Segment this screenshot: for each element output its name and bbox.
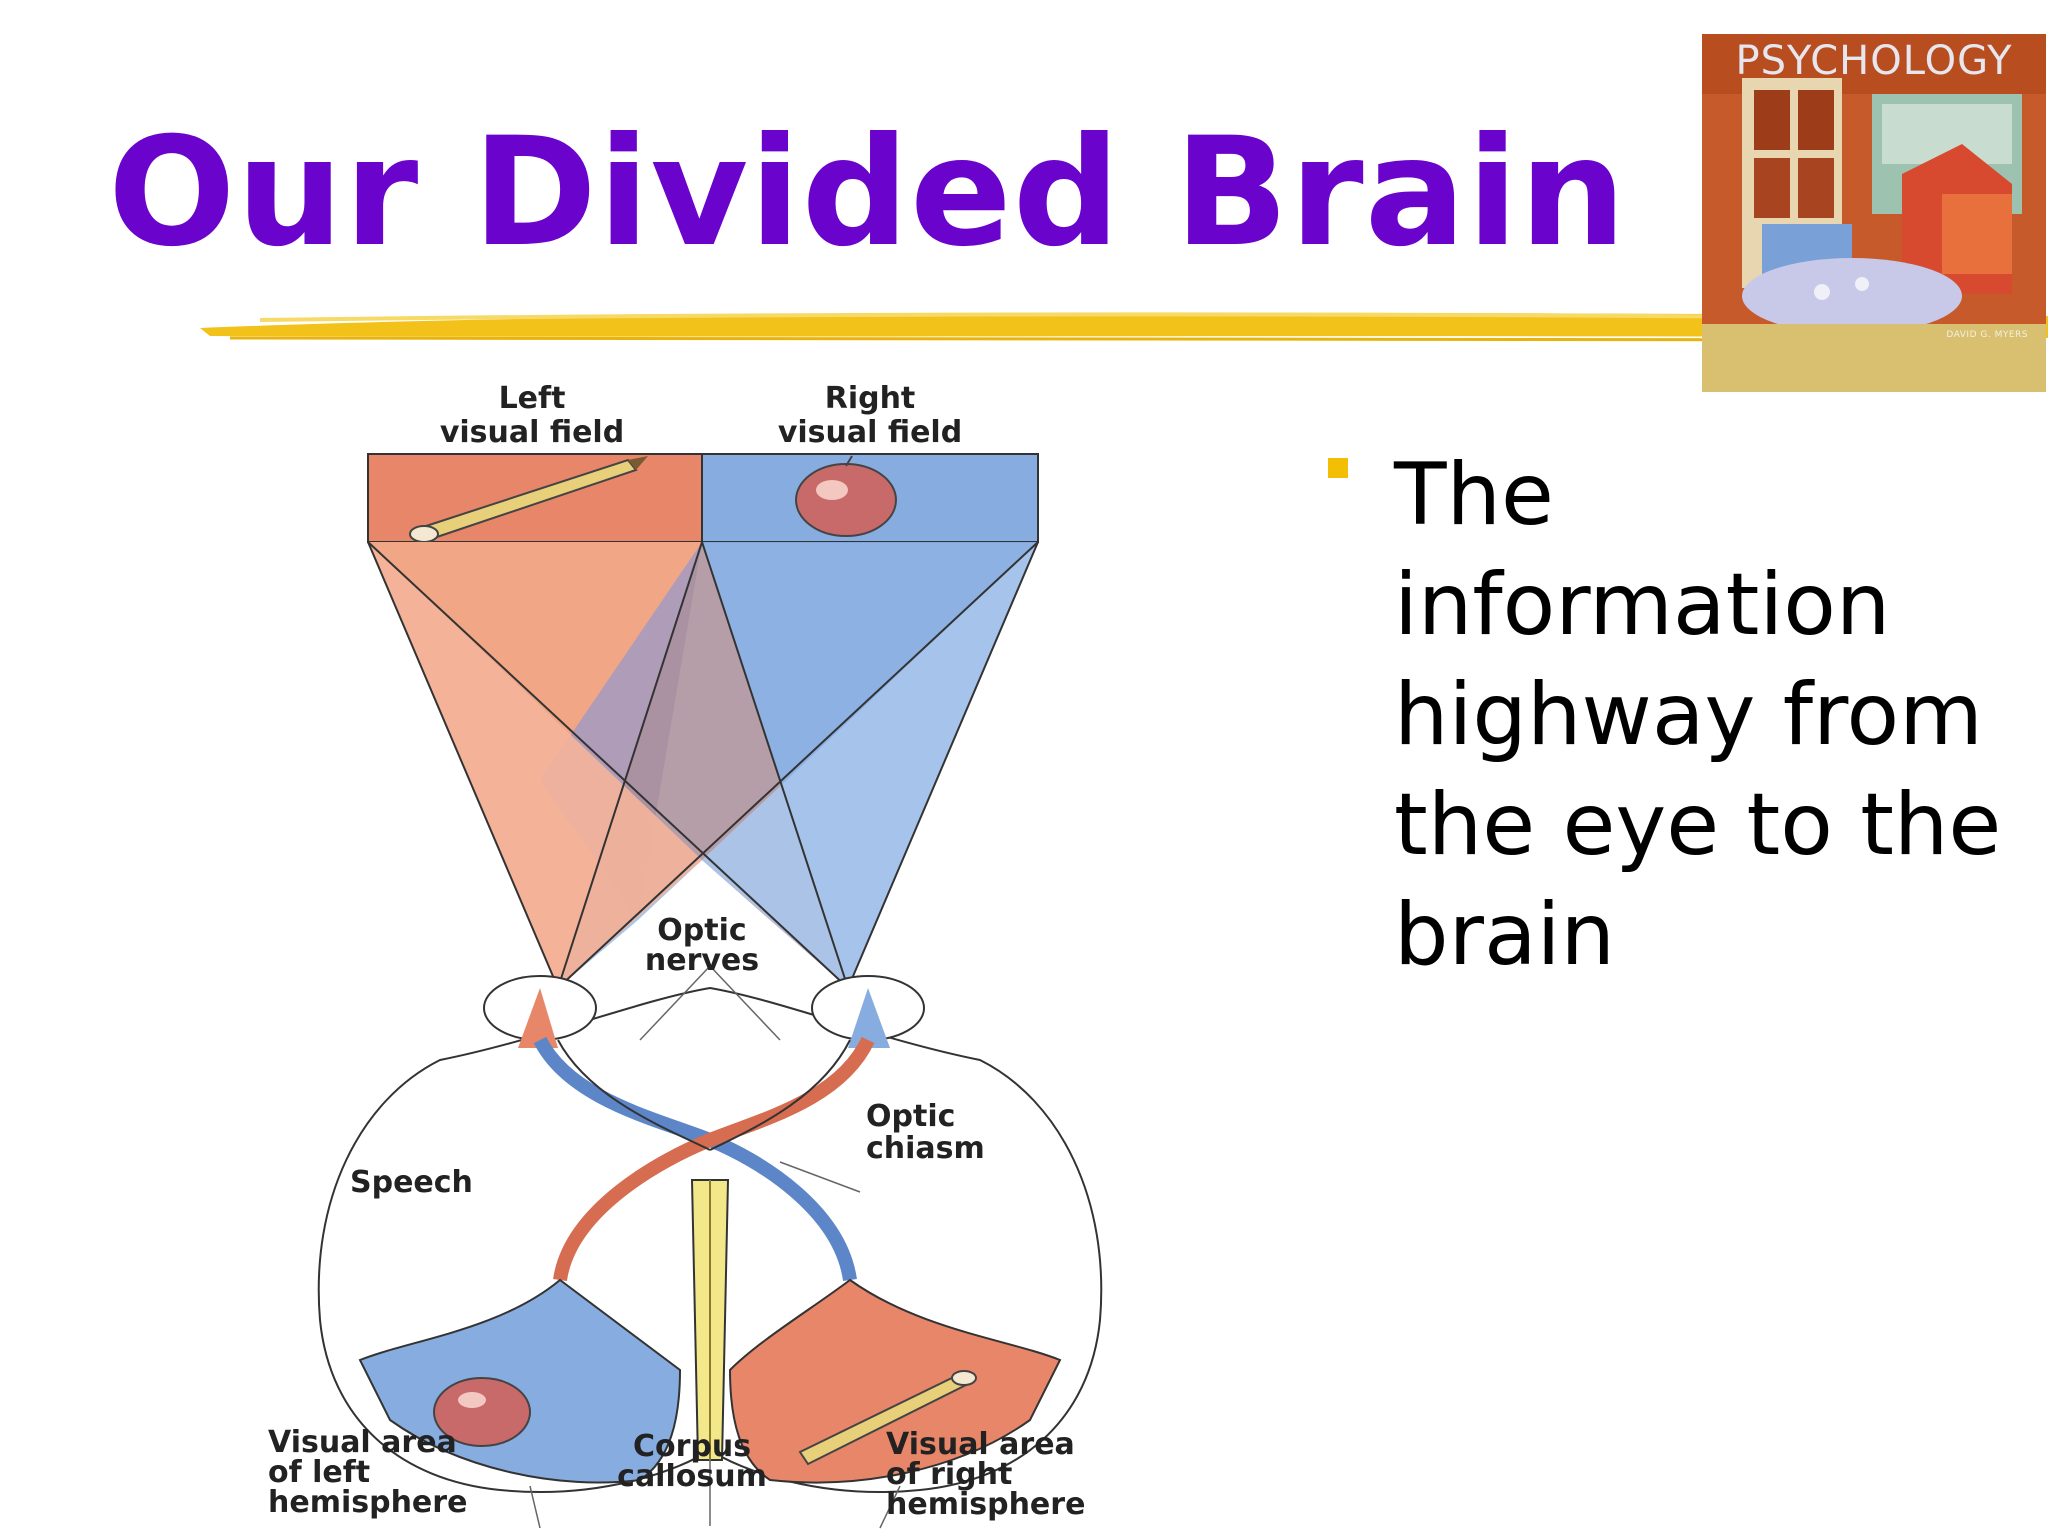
bullet-text: The information highway from the eye to … (1394, 445, 2002, 985)
right-visual-area (728, 1278, 1062, 1484)
label-visual-right: hemisphere (886, 1487, 1085, 1522)
label-left-field: visual field (440, 415, 624, 450)
label-visual-right: of right (886, 1457, 1012, 1492)
label-speech: Speech (350, 1165, 473, 1200)
title-underline (200, 312, 2048, 342)
square-bullet-icon (1328, 458, 1348, 478)
label-visual-left: hemisphere (268, 1485, 467, 1520)
bullet-item: The information highway from the eye to … (1322, 440, 2002, 990)
label-optic-nerves: Optic (657, 913, 746, 948)
left-visual-area (358, 1278, 682, 1484)
label-visual-right: Visual area (886, 1427, 1075, 1462)
slide-title: Our Divided Brain (108, 106, 1628, 280)
visual-pathway-diagram: Left visual field Right visual field Opt… (268, 381, 1103, 1529)
label-corpus-callosum: callosum (617, 1459, 767, 1494)
label-corpus-callosum: Corpus (633, 1429, 751, 1464)
book-cover-image: PSYCHOLOGY DAVID G. MYERS (1702, 34, 2046, 392)
apple-icon (795, 455, 897, 537)
book-cover-author: DAVID G. MYERS (1946, 330, 2028, 340)
label-optic-chiasm: Optic (866, 1099, 955, 1134)
label-optic-chiasm: chiasm (866, 1131, 985, 1166)
label-right-field: Right (825, 381, 916, 416)
book-cover-title: PSYCHOLOGY (1735, 38, 2013, 84)
label-left-field: Left (499, 381, 566, 416)
label-optic-nerves: nerves (645, 943, 759, 978)
label-right-field: visual field (778, 415, 962, 450)
label-visual-left: Visual area (268, 1425, 457, 1460)
label-visual-left: of left (268, 1455, 370, 1490)
pencil-icon (409, 456, 648, 543)
